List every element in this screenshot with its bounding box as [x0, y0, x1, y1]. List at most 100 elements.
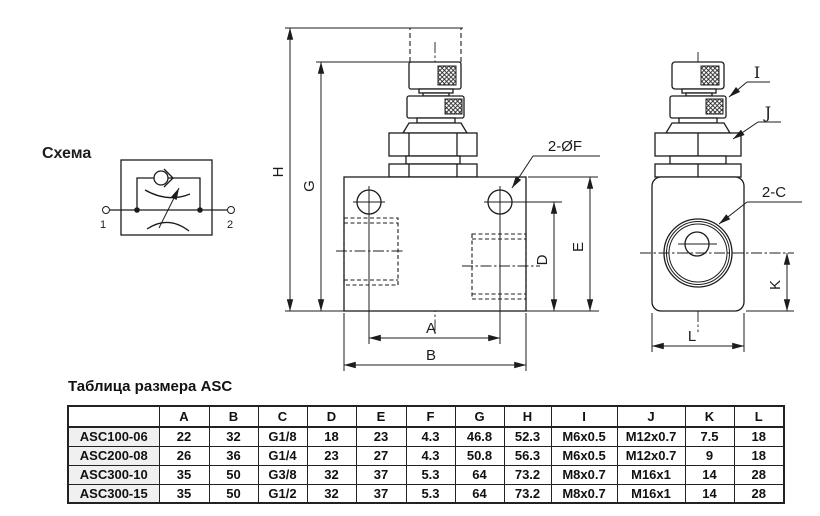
port-2-label: 2 — [227, 219, 233, 231]
value-cell: 50.8 — [454, 445, 505, 466]
front-view: H G — [270, 27, 600, 371]
value-cell: G1/2 — [257, 483, 308, 504]
value-cell: 37 — [355, 483, 407, 504]
value-cell: 23 — [355, 426, 407, 447]
size-table-column-header: J — [616, 405, 686, 428]
callout-leader-j — [732, 121, 759, 140]
value-cell: 32 — [306, 464, 357, 485]
value-cell: 23 — [306, 445, 357, 466]
port-outline — [343, 217, 399, 286]
size-table-column-header: E — [355, 405, 407, 428]
washer-front — [405, 155, 461, 165]
size-table-column-header: K — [684, 405, 735, 428]
value-cell: 4.3 — [405, 426, 456, 447]
schematic-frame — [120, 159, 213, 236]
size-table-corner-cell — [67, 405, 160, 428]
dimension-label-g: G — [301, 180, 318, 192]
value-cell: 46.8 — [454, 426, 505, 447]
side-view: K L I J 2-C — [640, 52, 802, 352]
value-cell: 50 — [208, 483, 259, 504]
value-cell: 37 — [355, 464, 407, 485]
adjustability-arrow — [158, 187, 180, 229]
value-cell: M8x0.7 — [550, 483, 618, 504]
size-table-column-header: I — [550, 405, 618, 428]
size-table-column-header: G — [454, 405, 505, 428]
value-cell: 35 — [158, 464, 210, 485]
value-cell: 50 — [208, 464, 259, 485]
value-cell: 64 — [454, 483, 505, 504]
value-cell: 9 — [684, 445, 735, 466]
dimension-label-e: E — [570, 242, 587, 252]
washer-side — [669, 155, 727, 165]
check-valve-seat — [163, 168, 174, 188]
schematic-title: Схема — [42, 145, 91, 162]
value-cell: 18 — [733, 426, 785, 447]
threaded-port-right-hidden — [462, 233, 540, 300]
value-cell: 7.5 — [684, 426, 735, 447]
value-cell: G3/8 — [257, 464, 308, 485]
bonnet-flare-side — [664, 122, 732, 134]
dimension-label-a: A — [426, 320, 436, 337]
knob-knurl-pattern-front — [437, 65, 457, 86]
value-cell: 4.3 — [405, 445, 456, 466]
value-cell: 28 — [733, 483, 785, 504]
value-cell: 64 — [454, 464, 505, 485]
value-cell: 56.3 — [503, 445, 552, 466]
port-2-circle — [227, 206, 235, 214]
value-cell: 18 — [733, 445, 785, 466]
value-cell: 14 — [684, 464, 735, 485]
value-cell: 52.3 — [503, 426, 552, 447]
value-cell: 27 — [355, 445, 407, 466]
knob-knurl-pattern-side — [700, 65, 720, 86]
check-valve-ball — [153, 170, 169, 186]
model-name-cell: ASC200-08 — [67, 445, 160, 466]
value-cell: G1/4 — [257, 445, 308, 466]
model-name-cell: ASC300-10 — [67, 464, 160, 485]
hex-nut-label: J — [763, 103, 771, 122]
throttle-arc-lower — [146, 221, 190, 232]
value-cell: M16x1 — [616, 483, 686, 504]
lock-nut-knurl-front — [444, 98, 463, 115]
value-cell: M8x0.7 — [550, 464, 618, 485]
value-cell: 36 — [208, 445, 259, 466]
size-table-column-header: B — [208, 405, 259, 428]
callout-leader-c — [718, 201, 748, 225]
model-name-cell: ASC100-06 — [67, 426, 160, 447]
dimension-label-h: H — [270, 167, 287, 178]
value-cell: 35 — [158, 483, 210, 504]
size-table-column-header: F — [405, 405, 456, 428]
value-cell: M6x0.5 — [550, 426, 618, 447]
knurled-cap-label: I — [754, 63, 760, 82]
value-cell: 26 — [158, 445, 210, 466]
value-cell: 32 — [306, 483, 357, 504]
value-cell: G1/8 — [257, 426, 308, 447]
threaded-port-left-hidden — [336, 217, 404, 286]
port-1-circle — [102, 206, 110, 214]
value-cell: 5.3 — [405, 483, 456, 504]
size-table-column-header: L — [733, 405, 785, 428]
hex-nut-upper-front — [388, 132, 478, 157]
value-cell: M6x0.5 — [550, 445, 618, 466]
size-table-column-header: D — [306, 405, 357, 428]
lock-nut-knurl-side — [705, 98, 724, 115]
dimension-label-l: L — [688, 328, 696, 345]
dimension-label-d: D — [534, 254, 551, 265]
hex-nut-lower-front — [388, 163, 478, 178]
valve-body-front — [343, 176, 527, 312]
callout-leader-i — [728, 81, 748, 98]
size-table-column-header: H — [503, 405, 552, 428]
mounting-holes-label: 2-ØF — [548, 138, 582, 155]
value-cell: M16x1 — [616, 464, 686, 485]
size-table-title: Таблица размера ASC — [68, 378, 233, 395]
knob-raised-position-dashed — [409, 27, 462, 63]
stem-neck-front — [416, 117, 456, 124]
value-cell: 14 — [684, 483, 735, 504]
dimension-label-k: K — [767, 280, 784, 290]
callout-leader-f — [511, 155, 534, 189]
